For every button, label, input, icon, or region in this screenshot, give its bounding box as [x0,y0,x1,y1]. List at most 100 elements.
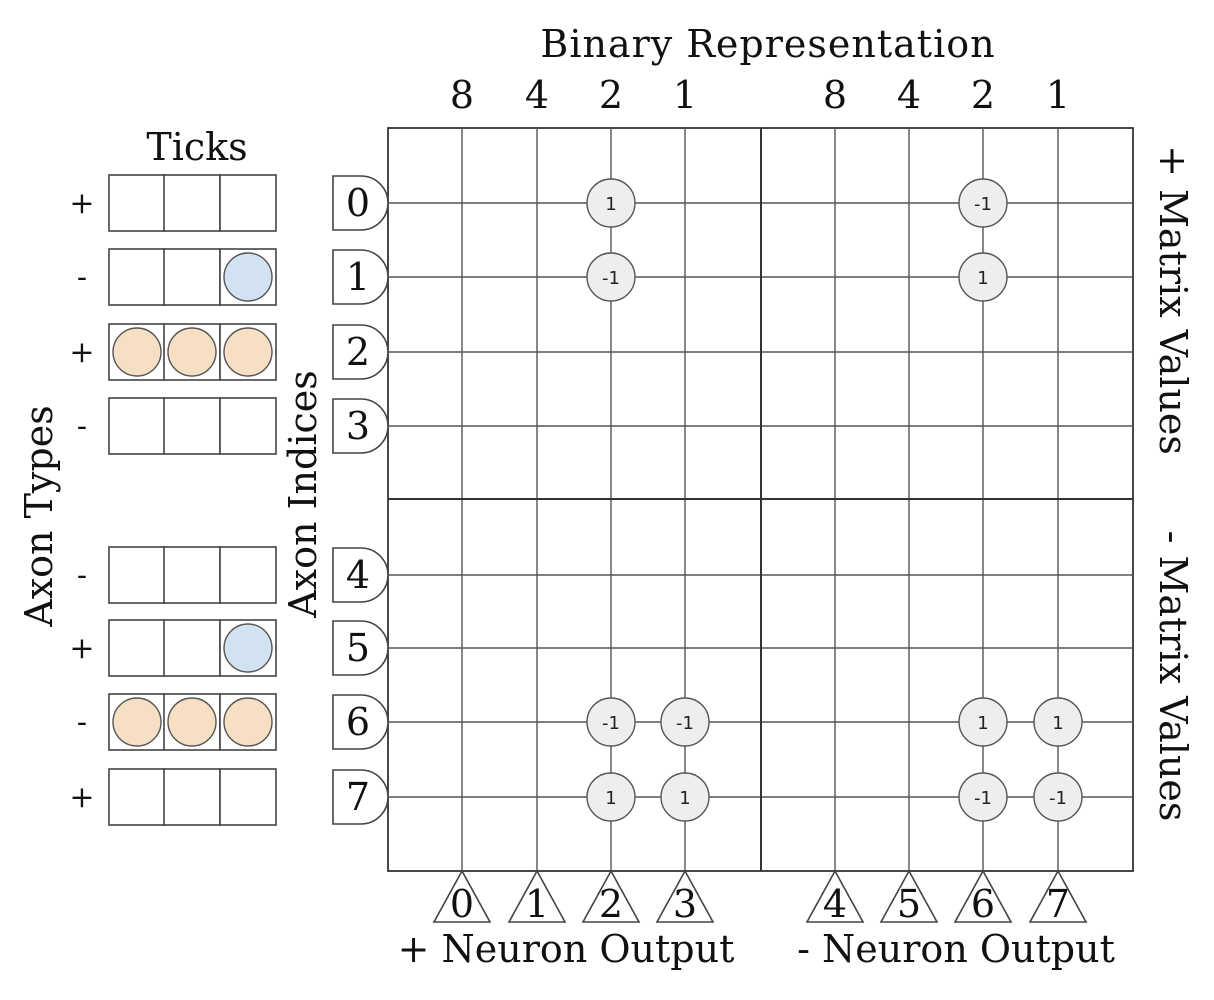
neuron-0: 0 [432,869,492,926]
synapse-node: -1 [586,252,636,302]
synapse-circle [1033,697,1083,747]
neuron-triangle [581,869,641,923]
bit-weight-label: 8 [450,73,474,117]
tick-cell [108,248,166,306]
neuron-triangle [1028,869,1088,923]
axon-type-sign: + [69,186,94,221]
axon-index-label: 1 [346,255,370,299]
axon-shape [332,324,389,380]
axon-index-5: 5 [332,620,389,676]
neuron-triangle [432,869,492,923]
tick-cell [163,768,221,826]
synapse-circle [586,178,636,228]
neuron-triangle [879,869,939,923]
neuron-index-label: 5 [897,882,921,926]
neuron-index-label: 3 [673,882,697,926]
synapse-circle [586,697,636,747]
neuron-index-label: 0 [450,882,474,926]
axon-index-6: 6 [332,694,389,750]
tick-row: + [69,323,277,381]
neuron-1: 1 [507,869,567,926]
tick-cell [108,546,166,604]
neuron-index-label: 6 [971,882,995,926]
neuron-index-label: 2 [599,882,623,926]
synapse-circle [958,697,1008,747]
neuron-7: 7 [1028,869,1088,926]
synapse-value: 1 [605,194,616,215]
bit-weight-label: 1 [1046,73,1070,117]
neuron-index-label: 4 [823,882,847,926]
neuron-5: 5 [879,869,939,926]
tick-row: - [77,546,277,604]
axon-type-sign: + [69,631,94,666]
neuron-triangle [953,869,1013,923]
axon-index-0: 0 [332,175,389,231]
tick-cell [163,397,221,455]
ticks-label: Ticks [146,125,247,169]
synapse-node: -1 [660,697,710,747]
synapse-node: -1 [958,772,1008,822]
tick-cell [219,768,277,826]
synapse-circle [660,697,710,747]
binary-representation-label: Binary Representation [540,22,995,66]
neg-neuron-output-label: - Neuron Output [797,927,1115,971]
tick-row: - [77,248,277,306]
synapse-circle [660,772,710,822]
synapse-value: -1 [974,194,992,215]
synapse-value: 1 [679,788,690,809]
synapse-value: 1 [605,788,616,809]
neuron-index-label: 1 [525,882,549,926]
bit-weight-label: 4 [897,73,921,117]
synapse-node: -1 [586,697,636,747]
axon-types-label: Axon Types [17,405,61,627]
bit-weight-label: 4 [525,73,549,117]
synapse-circle [958,252,1008,302]
synapse-value: -1 [602,713,620,734]
axon-index-3: 3 [332,398,389,454]
tick-cell [163,174,221,232]
neuron-triangle [655,869,715,923]
synapse-node: -1 [958,178,1008,228]
axon-type-sign: + [69,335,94,370]
tick-row: + [69,768,277,826]
spike-marker [167,327,217,377]
tick-cell [163,619,221,677]
synapse-value: 1 [1052,713,1063,734]
synapse-node: 1 [586,178,636,228]
axon-shape [332,769,389,825]
synapse-circle [586,772,636,822]
bit-weight-label: 1 [673,73,697,117]
synapse-circle [958,772,1008,822]
axon-shape [332,175,389,231]
tick-cell [108,174,166,232]
synapse-node: 1 [1033,697,1083,747]
synapse-value: -1 [676,713,694,734]
synapse-circle [586,252,636,302]
axon-index-label: 6 [346,700,370,744]
bit-weight-label: 2 [599,73,623,117]
neuron-4: 4 [805,869,865,926]
synapse-value: -1 [1049,788,1067,809]
tick-cell [108,768,166,826]
synapse-node: -1 [1033,772,1083,822]
synapse-node: 1 [958,697,1008,747]
tick-cell [108,397,166,455]
axon-shape [332,620,389,676]
neuron-triangle [805,869,865,923]
neuron-3: 3 [655,869,715,926]
axon-index-label: 0 [346,181,370,225]
tick-cell [219,174,277,232]
tick-row: - [77,397,277,455]
tick-cell [163,248,221,306]
spike-marker [223,697,273,747]
axon-type-sign: + [69,780,94,815]
spike-marker [223,327,273,377]
axon-index-4: 4 [332,547,389,603]
synapse-value: 1 [977,713,988,734]
axon-shape [332,398,389,454]
tick-cell [219,546,277,604]
tick-cell [108,619,166,677]
axon-type-sign: - [77,558,87,593]
